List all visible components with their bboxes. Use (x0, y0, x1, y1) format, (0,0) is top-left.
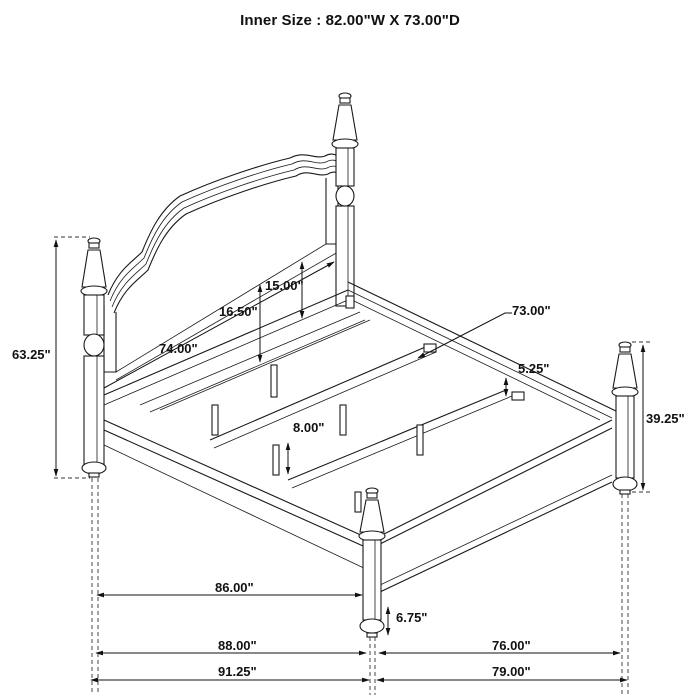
label-support-leg-height: 8.00" (293, 420, 324, 435)
support-legs (211, 364, 424, 513)
label-footboard-post-height: 39.25" (646, 411, 685, 426)
headboard-left-post (80, 237, 108, 478)
extension-lines (54, 236, 650, 695)
label-bed-width-inner: 76.00" (492, 638, 531, 653)
frame-rails (103, 281, 619, 593)
dimension-lines (53, 239, 646, 683)
label-headboard-panel-height: 16.50" (219, 304, 258, 319)
label-overall-length: 91.25" (218, 664, 257, 679)
label-overall-width: 79.00" (492, 664, 531, 679)
label-rail-length: 86.00" (215, 580, 254, 595)
label-bed-length-inner: 88.00" (218, 638, 257, 653)
label-headboard-post-height: 63.25" (12, 347, 51, 362)
footboard-front-post (358, 487, 386, 638)
headboard-right-post (331, 92, 359, 307)
dimension-labels: 63.25" 16.50" 15.00" 74.00" 73.00" 5.25"… (12, 278, 685, 679)
label-floor-clearance: 6.75" (396, 610, 427, 625)
footboard-right-post (611, 341, 639, 495)
label-inner-depth: 73.00" (512, 303, 551, 318)
label-headboard-clearance: 15.00" (265, 278, 304, 293)
headboard (103, 153, 353, 381)
diagram-title: Inner Size : 82.00"W X 73.00"D (240, 12, 460, 29)
label-side-rail-height: 5.25" (518, 361, 549, 376)
label-inner-length: 74.00" (159, 341, 198, 356)
